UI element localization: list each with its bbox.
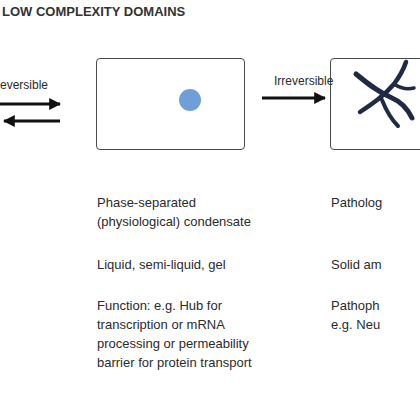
node-text: Patholog xyxy=(331,193,391,212)
transition-arrow xyxy=(262,97,325,100)
condensate-droplet xyxy=(179,89,201,111)
edge-label: Irreversible xyxy=(274,74,333,88)
backward-arrow xyxy=(4,120,60,123)
node-text: Liquid, semi-liquid, gel xyxy=(97,255,267,274)
condensate-box: Phase-separated (physiological) condensa… xyxy=(96,58,245,150)
forward-arrow xyxy=(0,103,60,106)
diagram-title: LOW COMPLEXITY DOMAINS xyxy=(2,4,185,19)
aggregate-box: PathologSolid amPathoph e.g. Neu xyxy=(330,58,420,150)
amyloid-fibrils xyxy=(356,62,414,126)
node-text: Solid am xyxy=(331,255,391,274)
node-text: Phase-separated (physiological) condensa… xyxy=(97,193,267,231)
node-text: Pathoph e.g. Neu xyxy=(331,296,391,334)
arrow-label: eversible xyxy=(0,78,48,92)
node-text: Function: e.g. Hub for transcription or … xyxy=(97,296,267,372)
